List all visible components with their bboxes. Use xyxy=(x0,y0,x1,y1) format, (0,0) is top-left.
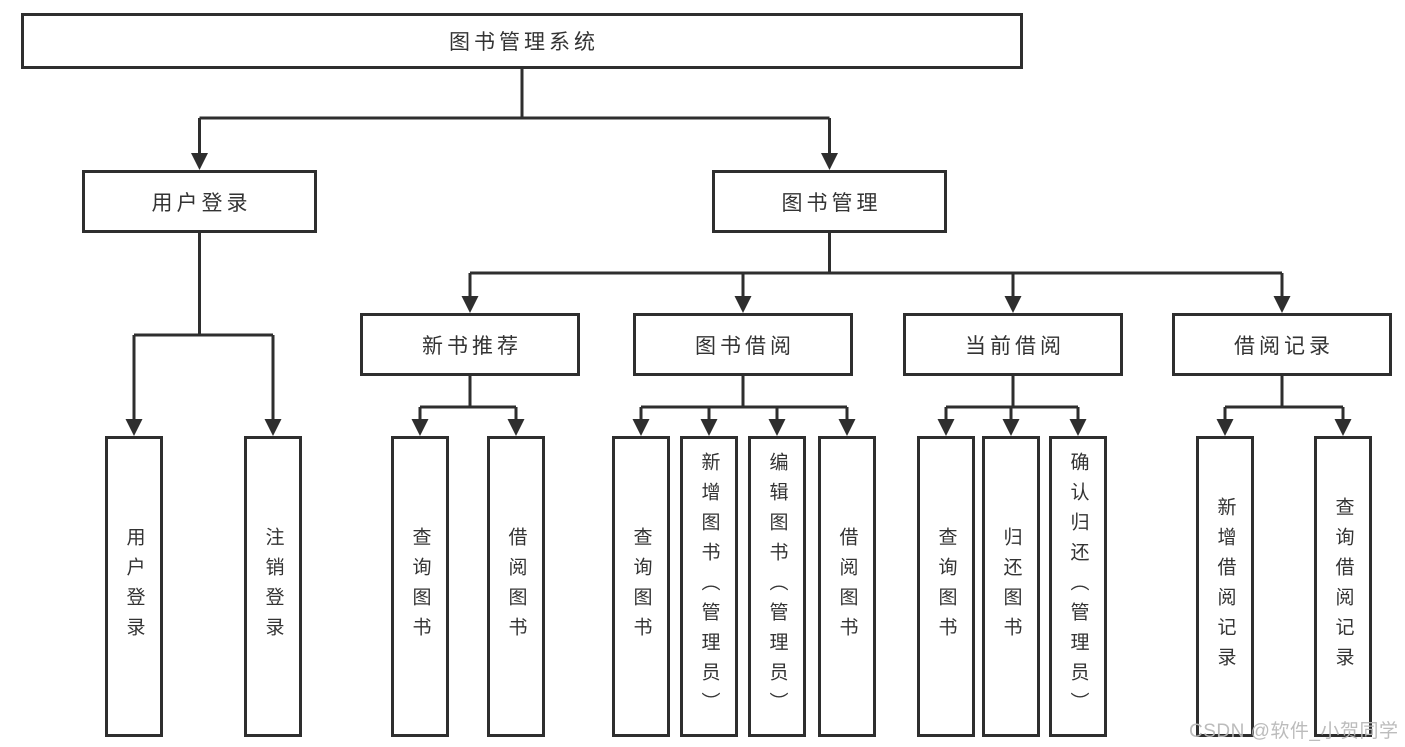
node-user-login-label: 用户登录 xyxy=(151,191,252,215)
node-root-library-management-system: 图书管理系统 xyxy=(21,13,1023,69)
node-current-borrowing: 当前借阅 xyxy=(903,313,1123,376)
node-current-borrowing-label: 当前借阅 xyxy=(965,334,1065,358)
leaf-borrowing-add-book-admin-label: 新增图书（管理员） xyxy=(698,451,720,722)
leaf-user-login-label: 用户登录 xyxy=(123,526,145,647)
leaf-records-add-borrow-record: 新增借阅记录 xyxy=(1196,436,1254,737)
leaf-current-confirm-return-admin: 确认归还（管理员） xyxy=(1049,436,1107,737)
node-book-management-label: 图书管理 xyxy=(781,191,882,215)
leaf-recommend-borrow-book-label: 借阅图书 xyxy=(505,526,527,647)
leaf-borrowing-borrow-book: 借阅图书 xyxy=(818,436,876,737)
node-book-borrowing: 图书借阅 xyxy=(633,313,853,376)
leaf-records-query-borrow-record: 查询借阅记录 xyxy=(1314,436,1372,737)
watermark: CSDN @软件_小贺同学 xyxy=(1189,721,1399,742)
leaf-recommend-query-book-label: 查询图书 xyxy=(409,526,431,647)
node-new-book-recommendation-label: 新书推荐 xyxy=(422,334,522,358)
leaf-current-query-book: 查询图书 xyxy=(917,436,975,737)
leaf-records-add-borrow-record-label: 新增借阅记录 xyxy=(1214,496,1236,677)
leaf-recommend-query-book: 查询图书 xyxy=(391,436,449,737)
node-user-login: 用户登录 xyxy=(82,170,317,233)
leaf-user-login: 用户登录 xyxy=(105,436,163,737)
leaf-borrowing-edit-book-admin: 编辑图书（管理员） xyxy=(748,436,806,737)
leaf-borrowing-edit-book-admin-label: 编辑图书（管理员） xyxy=(766,451,788,722)
leaf-logout-login: 注销登录 xyxy=(244,436,302,737)
leaf-borrowing-add-book-admin: 新增图书（管理员） xyxy=(680,436,738,737)
leaf-current-return-book: 归还图书 xyxy=(982,436,1040,737)
leaf-borrowing-borrow-book-label: 借阅图书 xyxy=(836,526,858,647)
leaf-logout-login-label: 注销登录 xyxy=(262,526,284,647)
leaf-current-return-book-label: 归还图书 xyxy=(1000,526,1022,647)
node-book-borrowing-label: 图书借阅 xyxy=(695,334,795,358)
leaf-records-query-borrow-record-label: 查询借阅记录 xyxy=(1332,496,1354,677)
node-book-management: 图书管理 xyxy=(712,170,947,233)
leaf-recommend-borrow-book: 借阅图书 xyxy=(487,436,545,737)
node-borrowing-records-label: 借阅记录 xyxy=(1234,334,1334,358)
leaf-current-confirm-return-admin-label: 确认归还（管理员） xyxy=(1067,451,1089,722)
node-new-book-recommendation: 新书推荐 xyxy=(360,313,580,376)
leaf-borrowing-query-book-label: 查询图书 xyxy=(630,526,652,647)
leaf-current-query-book-label: 查询图书 xyxy=(935,526,957,647)
node-borrowing-records: 借阅记录 xyxy=(1172,313,1392,376)
node-root-label: 图书管理系统 xyxy=(449,31,599,54)
leaf-borrowing-query-book: 查询图书 xyxy=(612,436,670,737)
